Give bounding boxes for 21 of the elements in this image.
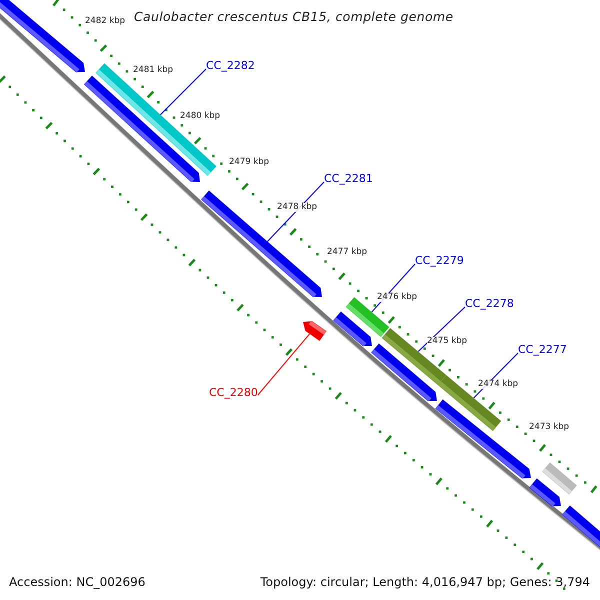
leader-line	[160, 68, 206, 116]
scale-label: 2473 kbp	[529, 423, 570, 432]
gene-label: CC_2277	[518, 344, 567, 355]
gene-label: CC_2279	[415, 255, 464, 266]
gene-label: CC_2280	[209, 387, 258, 398]
leader-line	[257, 333, 310, 396]
scale-label: 2482 kbp	[85, 17, 126, 26]
scale-label: 2479 kbp	[229, 158, 270, 166]
scale-label: 2480 kbp	[180, 112, 220, 120]
accession-label: Accession: NC_002696	[9, 576, 146, 588]
gene-label: CC_2281	[324, 173, 373, 184]
genome-info-label: Topology: circular; Length: 4,016,947 bp; Genes: 3,794	[260, 576, 590, 588]
gene-label: CC_2278	[465, 298, 514, 309]
scale-label: 2475 kbp	[427, 337, 468, 346]
gene-feature	[303, 320, 326, 341]
gene-label: CC_2282	[206, 60, 255, 71]
scale-label: 2474 kbp	[478, 380, 518, 388]
scale-label: 2476 kbp	[377, 293, 418, 302]
scale-label: 2481 kbp	[133, 66, 174, 74]
scale-label: 2478 kbp	[277, 203, 318, 212]
chart-title: Caulobacter crescentus CB15, complete genome	[134, 11, 454, 24]
